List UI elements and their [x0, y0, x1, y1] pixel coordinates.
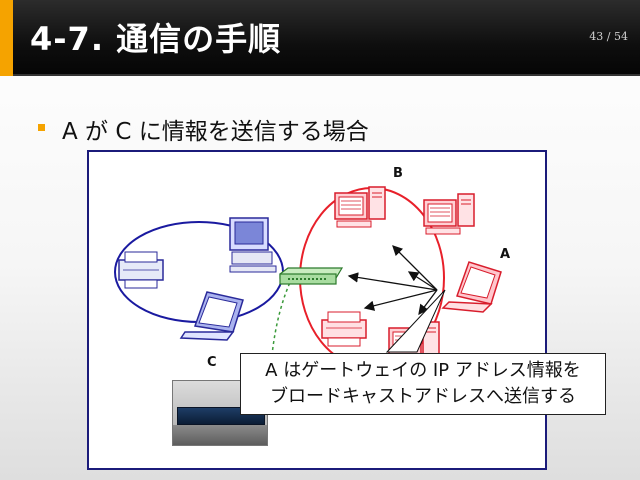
laptop-a-icon — [441, 261, 502, 313]
page-counter: 43 / 54 — [589, 30, 628, 43]
printer-icon — [118, 251, 164, 289]
network-diagram — [114, 186, 502, 390]
node-label-c: C — [207, 355, 217, 370]
node-label-a: A — [500, 247, 511, 262]
desktop-pc-icon — [229, 217, 277, 273]
laptop-c-icon — [179, 291, 244, 341]
accent-bar — [0, 0, 13, 76]
broadcast-arrows — [347, 245, 438, 316]
printer-icon — [321, 311, 367, 347]
callout-line-1: A はゲートウェイの IP アドレス情報を — [265, 360, 581, 381]
header-divider — [13, 74, 640, 76]
bullet-marker — [38, 124, 45, 131]
slide-title: 4-7. 通信の手順 — [30, 20, 282, 58]
node-label-b: B — [393, 166, 403, 181]
callout-pointer — [385, 289, 446, 353]
router-icon — [279, 267, 344, 285]
callout-line-2: ブロードキャストアドレスへ送信する — [270, 386, 576, 407]
desktop-pc-icon — [423, 193, 475, 235]
bullet-text: A が C に情報を送信する場合 — [62, 119, 369, 145]
callout-box: A はゲートウェイの IP アドレス情報を ブロードキャストアドレスへ送信する — [240, 353, 606, 415]
slide-header — [0, 0, 640, 76]
server-pc-b-icon — [334, 186, 386, 228]
